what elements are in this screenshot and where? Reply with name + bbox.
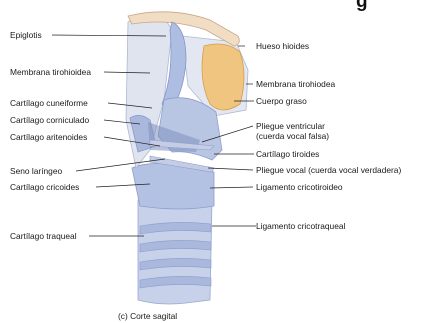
label-laryngeal-sinus: Seno laríngeo — [10, 166, 62, 176]
label-arytenoid-cartilage: Cartílago aritenoides — [10, 132, 87, 142]
label-thyrohyoid-membrane-left: Membrana tirohioidea — [10, 67, 91, 77]
label-cricothyroid-ligament: Ligamento cricotiroideo — [256, 182, 343, 192]
label-corniculate-cartilage: Cartílago corniculado — [10, 115, 89, 125]
label-thyrohyoid-membrane-right: Membrana tirohiodea — [256, 79, 335, 89]
label-cricotracheal-ligament: Ligamento cricotraqueal — [256, 221, 345, 231]
label-vocal-fold: Pliegue vocal (cuerda vocal verdadera) — [256, 165, 401, 175]
label-fat-body: Cuerpo graso — [256, 96, 307, 106]
label-epiglottis: Epiglotis — [10, 30, 42, 40]
label-thyroid-cartilage: Cartílago tiroides — [256, 149, 319, 159]
figure-caption: (c) Corte sagital — [118, 311, 177, 321]
label-false-vocal-cord: (cuerda vocal falsa) — [256, 131, 329, 141]
label-tracheal-cartilage: Cartílago traqueal — [10, 231, 77, 241]
trachea — [138, 200, 212, 304]
label-ventricular-fold: Pliegue ventricular — [256, 121, 325, 131]
fat-body — [202, 44, 244, 110]
label-cuneiform-cartilage: Cartílago cuneiforme — [10, 98, 88, 108]
label-hyoid-bone: Hueso hioides — [256, 41, 309, 51]
label-cricoid-cartilage: Cartílago cricoides — [10, 182, 79, 192]
